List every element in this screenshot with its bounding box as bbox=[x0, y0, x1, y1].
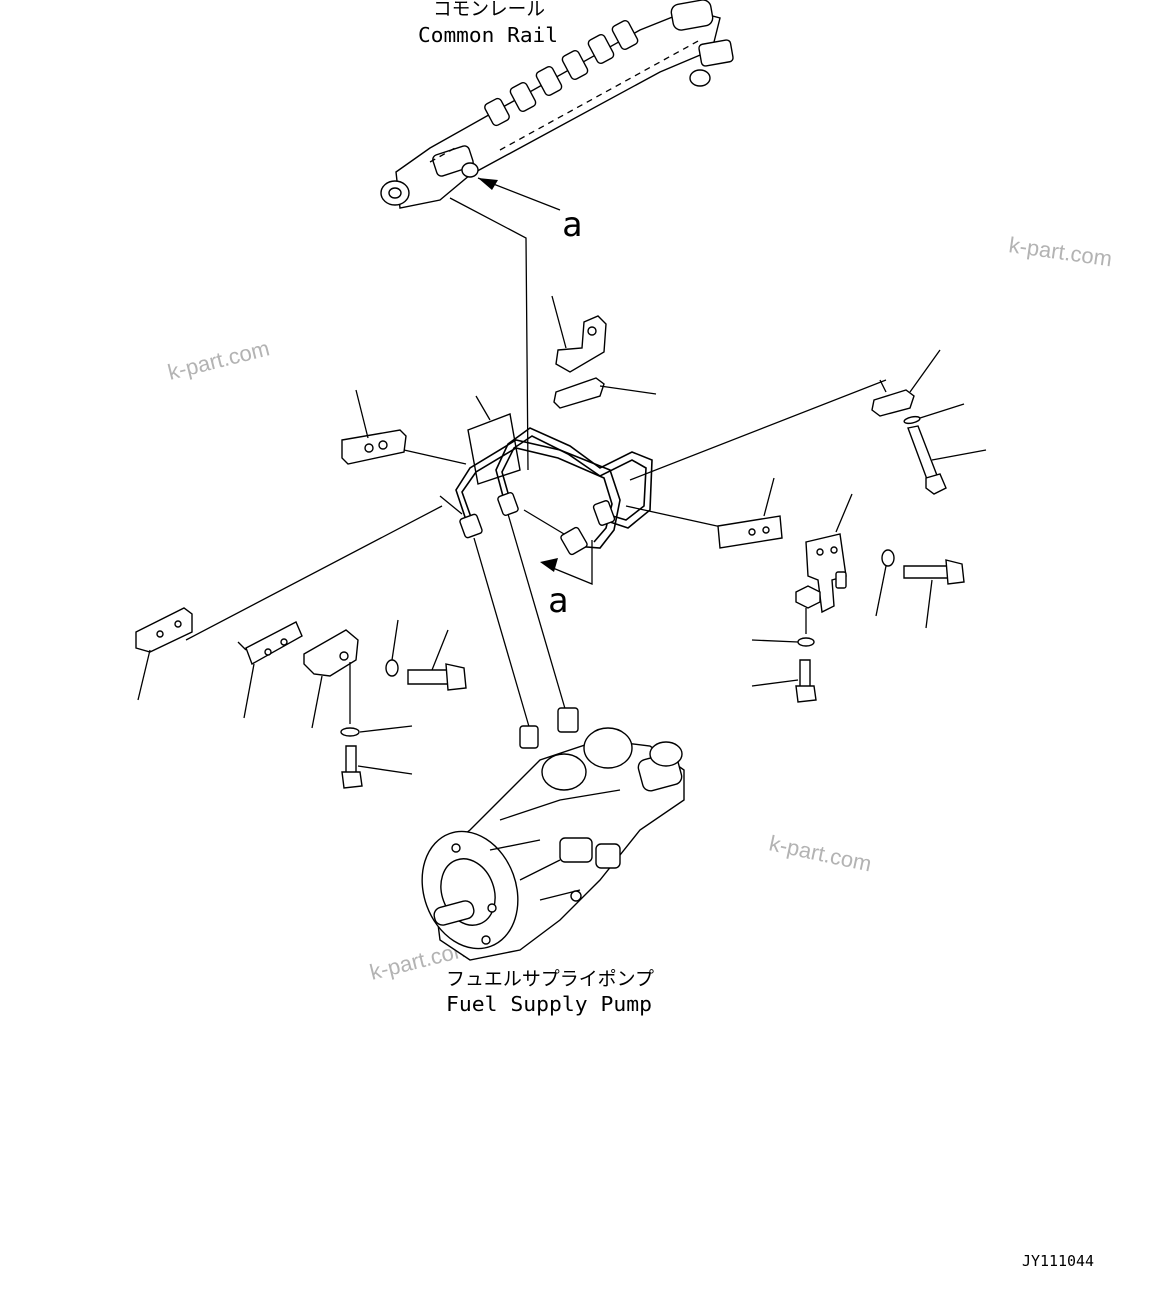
flow-arrow-top: a bbox=[477, 177, 582, 245]
bracket-left bbox=[303, 629, 359, 729]
fuel-pipes bbox=[455, 427, 653, 556]
watermark-3: k-part.com bbox=[767, 830, 874, 876]
arrow-mid-label: a bbox=[548, 581, 568, 621]
washer-right-lower bbox=[751, 637, 815, 647]
bolt-right bbox=[903, 559, 965, 629]
watermark-2: k-part.com bbox=[165, 335, 272, 384]
arrow-top-label: a bbox=[562, 205, 582, 245]
clamp-upper bbox=[553, 377, 657, 409]
clamp-right-mid bbox=[717, 477, 783, 549]
washer-left-lower bbox=[340, 725, 413, 737]
clamp-left-upper bbox=[341, 389, 467, 465]
common-rail bbox=[380, 0, 734, 209]
bolt-left-lower bbox=[341, 745, 413, 789]
washer-right bbox=[875, 549, 895, 617]
bracket-right bbox=[805, 493, 853, 614]
pump-label-jp: フュエルサプライポンプ bbox=[446, 968, 654, 990]
washer-right-upper bbox=[903, 403, 965, 425]
flow-arrow-mid: a bbox=[540, 540, 593, 621]
drawing-id: JY111044 bbox=[1022, 1252, 1094, 1270]
bolt-left bbox=[407, 629, 467, 691]
nut-right bbox=[795, 585, 821, 634]
common-rail-label-en: Common Rail bbox=[418, 23, 558, 47]
clamp-left-a bbox=[135, 607, 193, 701]
bolt-right-upper bbox=[907, 425, 987, 495]
washer-left bbox=[385, 619, 399, 677]
watermark-1: k-part.com bbox=[1007, 232, 1113, 271]
fuel-supply-pump bbox=[421, 707, 685, 961]
clamp-right-upper bbox=[629, 349, 941, 481]
common-rail-label-jp: コモンレール bbox=[433, 0, 545, 20]
pump-label-en: Fuel Supply Pump bbox=[446, 992, 652, 1016]
bolt-right-lower bbox=[751, 659, 817, 703]
bracket-upper bbox=[551, 295, 607, 373]
clamp-left-b bbox=[237, 621, 303, 719]
